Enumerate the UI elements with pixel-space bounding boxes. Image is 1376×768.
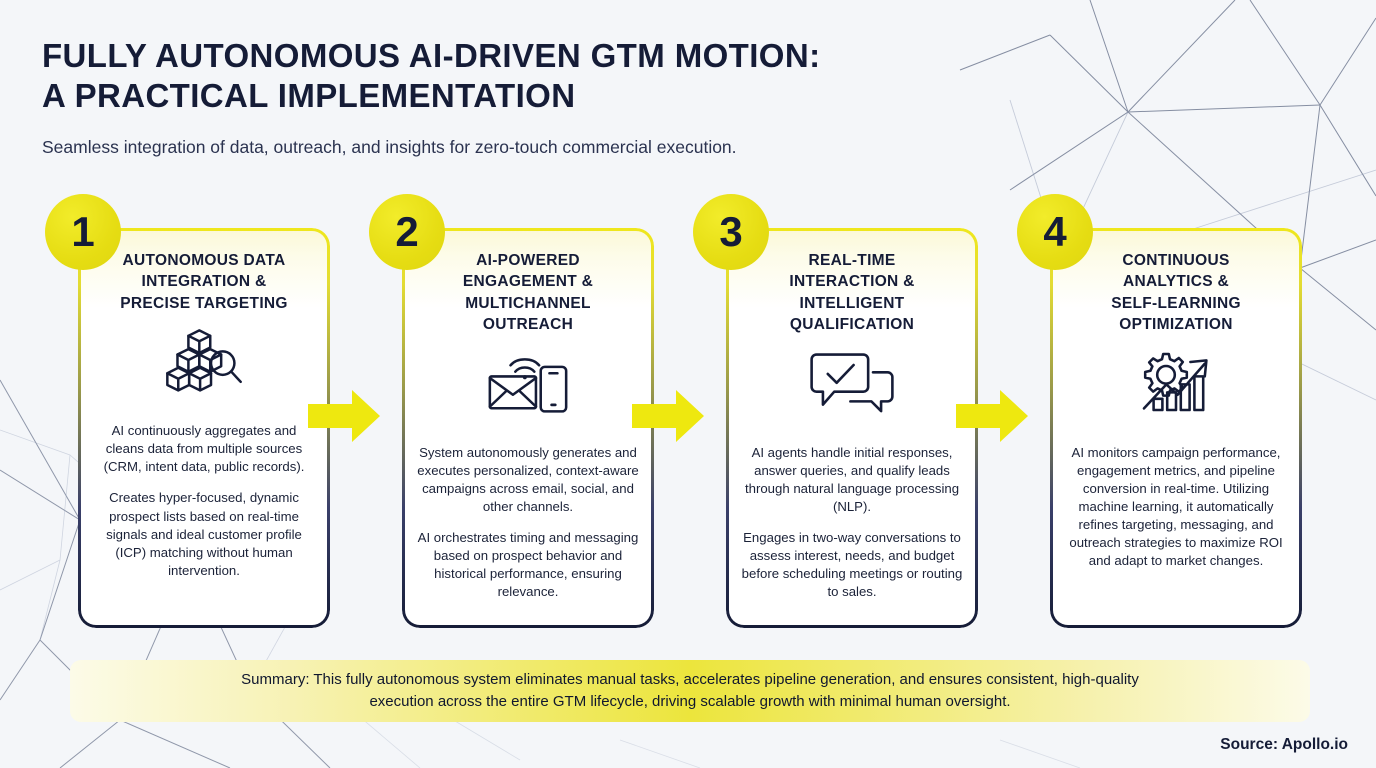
step-card-3-body: AI agents handle initial responses, answ… <box>740 426 964 620</box>
step-card-3-para-1: AI agents handle initial responses, answ… <box>744 444 960 514</box>
envelope-phone-signal-icon <box>416 344 640 420</box>
step-card-1-title: AUTONOMOUS DATA INTEGRATION & PRECISE TA… <box>120 252 288 312</box>
arrow-step-3-to-4 <box>956 390 1028 442</box>
step-card-3-title: REAL-TIME INTERACTION & INTELLIGENT QUAL… <box>789 252 915 334</box>
arrow-step-2-to-3 <box>632 390 704 442</box>
step-card-2-para-1: System autonomously generates and execut… <box>417 444 639 514</box>
step-badge-2: 2 <box>369 194 445 270</box>
step-badge-4: 4 <box>1017 194 1093 270</box>
step-card-1-para-1: AI continuously aggregates and cleans da… <box>103 423 305 475</box>
gear-growth-chart-icon <box>1064 344 1288 420</box>
summary-bar: Summary: This fully autonomous system el… <box>70 660 1310 722</box>
step-card-1[interactable]: AUTONOMOUS DATA INTEGRATION & PRECISE TA… <box>78 228 330 628</box>
step-card-4-title: CONTINUOUS ANALYTICS & SELF-LEARNING OPT… <box>1111 252 1241 334</box>
page-subtitle: Seamless integration of data, outreach, … <box>42 137 737 157</box>
summary-text: Summary: This fully autonomous system el… <box>241 671 1139 710</box>
cubes-magnifier-icon <box>92 322 316 398</box>
step-card-2[interactable]: AI-POWERED ENGAGEMENT & MULTICHANNEL OUT… <box>402 228 654 628</box>
step-card-3[interactable]: REAL-TIME INTERACTION & INTELLIGENT QUAL… <box>726 228 978 628</box>
step-card-2-para-2: AI orchestrates timing and messaging bas… <box>417 529 639 600</box>
step-card-1-body: AI continuously aggregates and cleans da… <box>92 404 316 598</box>
step-card-2-body: System autonomously generates and execut… <box>416 426 640 620</box>
step-card-2-title: AI-POWERED ENGAGEMENT & MULTICHANNEL OUT… <box>462 252 594 334</box>
step-card-1-para-2: Creates hyper-focused, dynamic prospect … <box>106 490 302 578</box>
arrow-step-1-to-2 <box>308 390 380 442</box>
step-card-3-para-2: Engages in two-way conversations to asse… <box>741 529 963 600</box>
source-attribution: Source: Apollo.io <box>1220 736 1348 753</box>
step-badge-3: 3 <box>693 194 769 270</box>
step-card-4-body: AI monitors campaign performance, engage… <box>1064 426 1288 571</box>
step-card-4[interactable]: CONTINUOUS ANALYTICS & SELF-LEARNING OPT… <box>1050 228 1302 628</box>
step-card-4-para-1: AI monitors campaign performance, engage… <box>1069 444 1283 569</box>
chat-bubbles-check-icon <box>740 344 964 420</box>
page-title: FULLY AUTONOMOUS AI-DRIVEN GTM MOTION: A… <box>42 37 821 115</box>
step-badge-1: 1 <box>45 194 121 270</box>
